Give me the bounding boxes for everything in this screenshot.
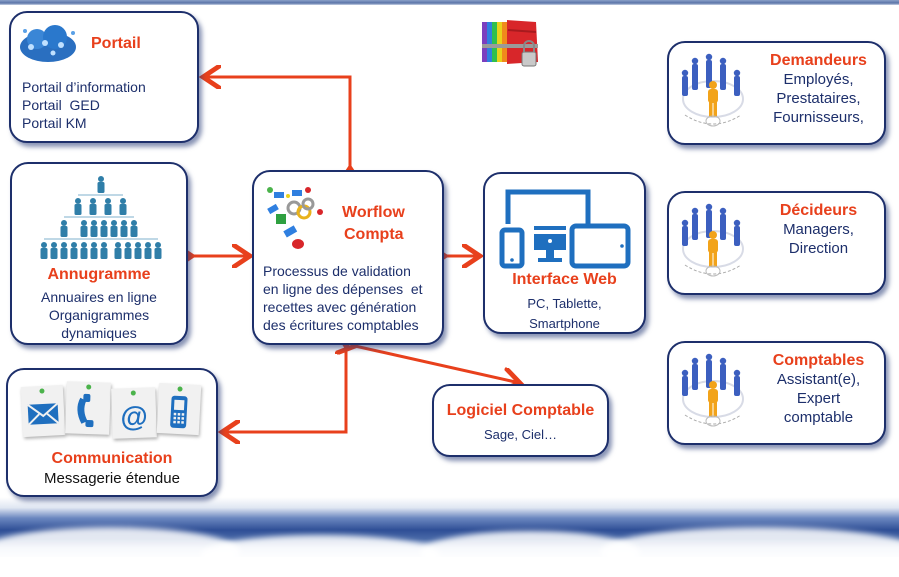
annugramme-line: dynamiques: [61, 325, 137, 341]
comptables-text: Comptables Assistant(e), Expert comptabl…: [757, 352, 880, 427]
decideurs-lines: Managers, Direction: [757, 220, 880, 258]
people-group-icon: [677, 353, 749, 433]
annugramme-line: Organigrammes: [48, 307, 150, 323]
demandeurs-line: Prestataires,: [776, 90, 861, 107]
decideurs-title: Décideurs: [779, 202, 858, 219]
comptables-lines: Assistant(e), Expert comptable: [757, 370, 880, 427]
locked-folders-icon: [478, 12, 548, 74]
decideurs-line: Managers,: [783, 221, 854, 238]
people-group-icon: [677, 53, 749, 133]
portail-line: Portail d’information: [22, 79, 146, 95]
demandeurs-lines: Employés, Prestataires, Fournisseurs,: [757, 70, 880, 127]
interface-web-line: PC, Tablette,: [527, 296, 602, 311]
at-sign-icon: @: [111, 387, 157, 439]
communication-box: @ Communication Messagerie étendue: [6, 368, 218, 497]
workflow-title-line2: Compta: [344, 226, 404, 243]
arrow-workflow-logiciel: [355, 346, 520, 383]
annugramme-line: Annuaires en ligne: [41, 289, 157, 305]
communication-title: Communication: [51, 450, 173, 467]
arrow-portail-workflow: [203, 77, 350, 168]
workflow-line: Processus de validation: [263, 263, 411, 279]
connector-arrows: [0, 0, 899, 557]
communication-line: Messagerie étendue: [44, 470, 180, 487]
portail-line: Portail KM: [22, 115, 87, 131]
devices-icon: [498, 186, 634, 272]
decideurs-line: Direction: [788, 240, 849, 257]
demandeurs-box: Demandeurs Employés, Prestataires, Fourn…: [667, 41, 886, 145]
demandeurs-title: Demandeurs: [770, 52, 867, 69]
workflow-title-line1: Worflow: [342, 204, 405, 221]
logiciel-comptable-box: Logiciel Comptable Sage, Ciel…: [432, 384, 609, 457]
phone-icon: [65, 381, 111, 435]
decideurs-text: Décideurs Managers, Direction: [757, 202, 880, 258]
comptables-line: comptable: [783, 409, 854, 426]
comptables-box: Comptables Assistant(e), Expert comptabl…: [667, 341, 886, 445]
workflow-box: Worflow Compta Processus de validation e…: [252, 170, 444, 345]
comptables-title: Comptables: [772, 352, 865, 369]
org-chart-icon: [38, 172, 164, 262]
arrow-workflow-communication: [222, 346, 346, 432]
workflow-line: recettes avec génération: [263, 299, 417, 315]
annugramme-title: Annugramme: [47, 266, 151, 283]
interface-web-line: Smartphone: [529, 316, 600, 331]
workflow-process-icon: [264, 182, 328, 252]
portail-line: Portail GED: [22, 97, 100, 113]
communication-icons: @: [20, 381, 202, 439]
mobile-phone-icon: [156, 382, 202, 436]
portail-title: Portail: [91, 35, 141, 52]
interface-web-box: Interface Web PC, Tablette, Smartphone: [483, 172, 646, 334]
workflow-title: Worflow Compta: [342, 202, 405, 246]
workflow-lines: Processus de validation en ligne des dép…: [263, 262, 423, 334]
interface-web-lines: PC, Tablette, Smartphone: [485, 294, 644, 334]
workflow-line: des écritures comptables: [263, 317, 419, 333]
logiciel-line: Sage, Ciel…: [484, 427, 557, 442]
logiciel-title: Logiciel Comptable: [446, 402, 595, 419]
cloud-network-icon: [17, 23, 79, 65]
portail-lines: Portail d’information Portail GED Portai…: [22, 78, 146, 132]
demandeurs-line: Fournisseurs,: [773, 109, 864, 126]
annugramme-lines: Annuaires en ligne Organigrammes dynamiq…: [12, 288, 186, 342]
people-group-icon: [677, 203, 749, 283]
portail-box: Portail Portail d’information Portail GE…: [9, 11, 199, 143]
interface-web-title: Interface Web: [512, 271, 617, 288]
top-border: [0, 0, 899, 5]
svg-text:@: @: [120, 401, 148, 433]
decideurs-box: Décideurs Managers, Direction: [667, 191, 886, 295]
envelope-icon: [20, 384, 66, 438]
demandeurs-line: Employés,: [783, 71, 854, 88]
comptables-line: Assistant(e),: [776, 371, 861, 388]
workflow-line: en ligne des dépenses et: [263, 281, 423, 297]
comptables-line: Expert: [796, 390, 841, 407]
demandeurs-text: Demandeurs Employés, Prestataires, Fourn…: [757, 52, 880, 127]
annugramme-box: Annugramme Annuaires en ligne Organigram…: [10, 162, 188, 345]
